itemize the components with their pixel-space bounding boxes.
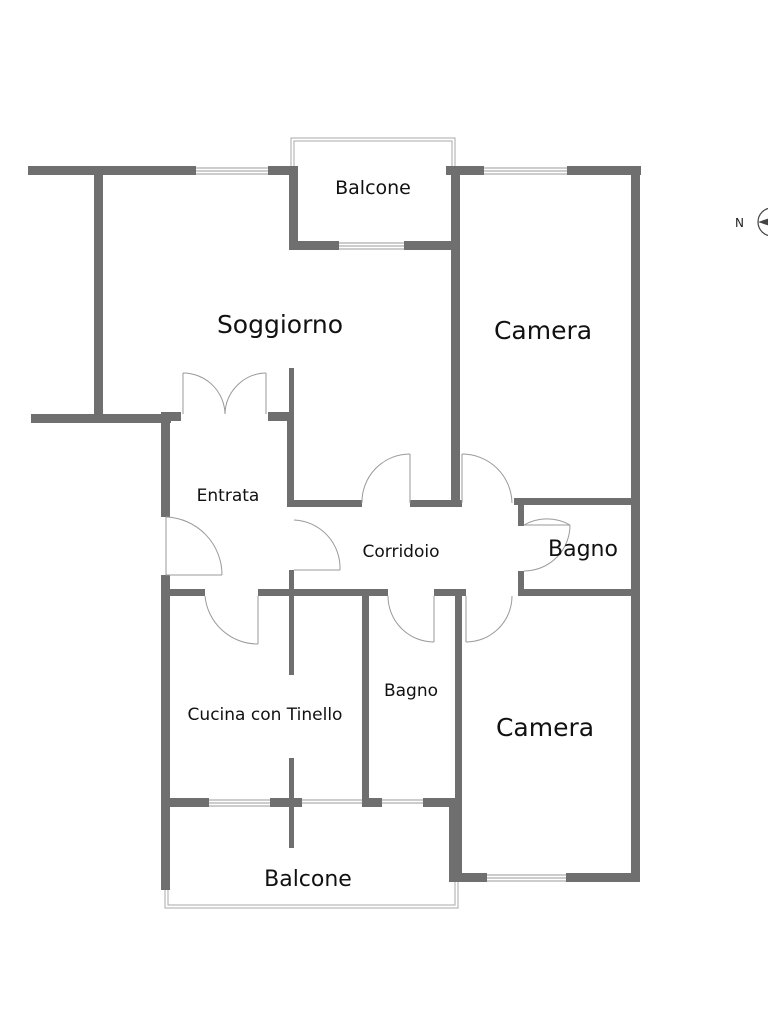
balcony-railings <box>164 137 459 909</box>
doors <box>165 372 571 645</box>
room-label-corridoio: Corridoio <box>363 542 440 562</box>
room-label-soggiorno: Soggiorno <box>217 310 343 339</box>
windows <box>196 167 567 882</box>
room-label-balcone-bottom: Balcone <box>264 867 352 892</box>
compass-north-letter: N <box>735 216 744 230</box>
walls <box>28 166 641 890</box>
room-label-camera-bottom: Camera <box>496 713 594 742</box>
room-label-bagno-middle: Bagno <box>384 681 438 701</box>
room-label-cucina: Cucina con Tinello <box>188 705 343 725</box>
room-labels: Balcone Soggiorno Camera Entrata Corrido… <box>188 177 618 892</box>
room-label-entrata: Entrata <box>197 486 260 506</box>
room-label-camera-top: Camera <box>494 316 592 345</box>
room-label-balcone-top: Balcone <box>335 177 411 199</box>
compass-icon: N <box>735 207 768 237</box>
room-label-bagno-right: Bagno <box>548 537 618 562</box>
